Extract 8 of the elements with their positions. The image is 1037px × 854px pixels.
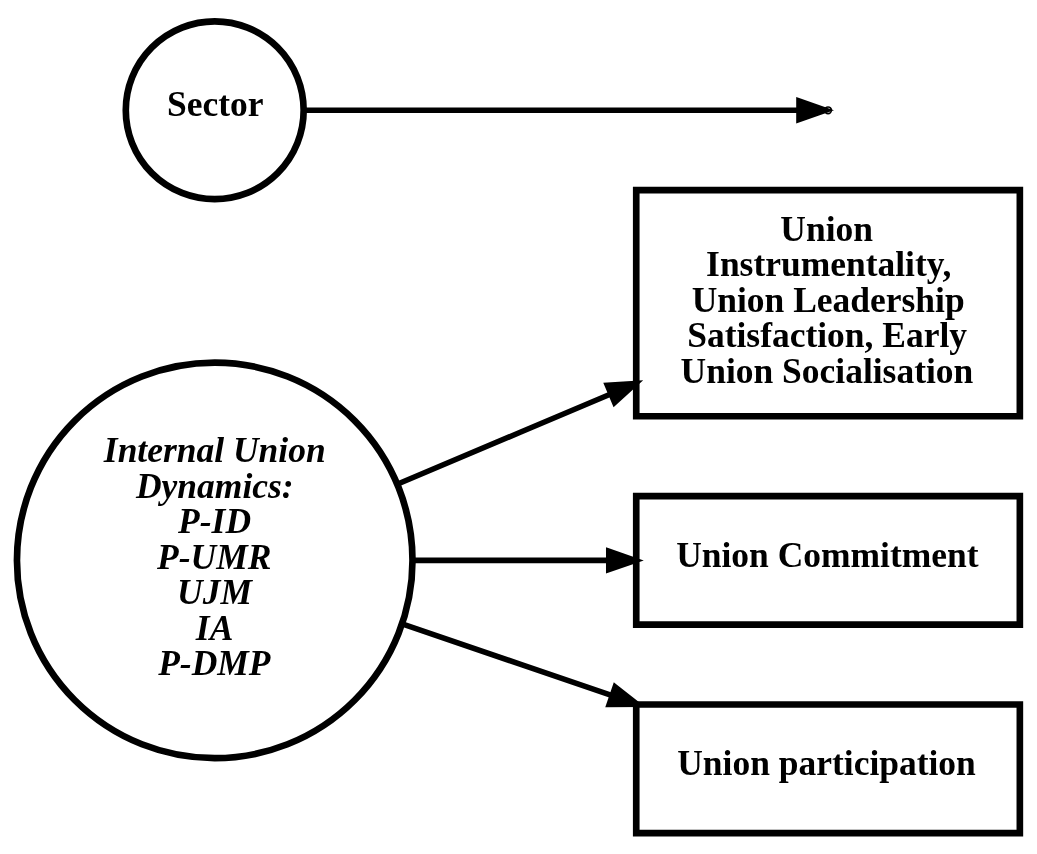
arrow bbox=[304, 97, 834, 124]
node-circle: Sector bbox=[122, 18, 307, 203]
node-circle: Internal Union Dynamics: P-ID P-UMR UJM IA P-DMP bbox=[13, 359, 416, 762]
arrow bbox=[412, 547, 644, 574]
node-box: Union participation bbox=[632, 701, 1024, 837]
node-box: Union Instrumentality, Union Leadership Satisfaction, Early Union Socialisation bbox=[632, 186, 1024, 420]
arrow bbox=[396, 380, 644, 487]
node-box: Union Commitment bbox=[632, 492, 1024, 628]
